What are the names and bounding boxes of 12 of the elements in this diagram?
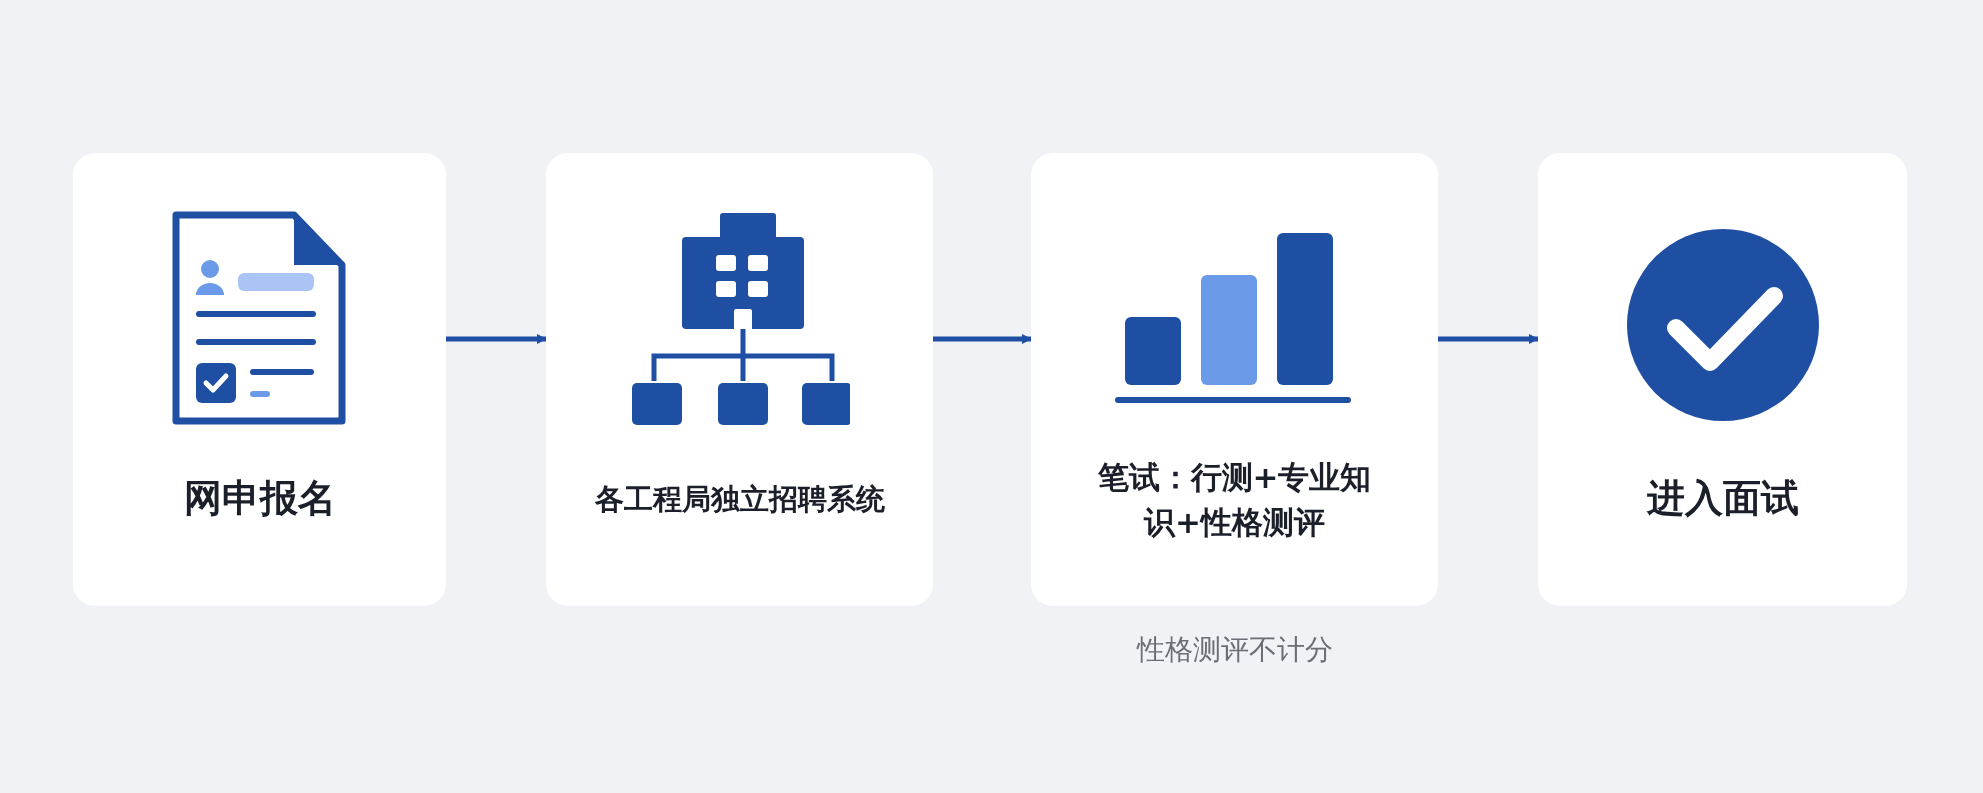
arrow bbox=[933, 334, 1032, 344]
step-card bbox=[1538, 153, 1907, 606]
step-label: 各工程局独立招聘系统 bbox=[594, 481, 885, 518]
step-card bbox=[546, 153, 933, 606]
step-label: 进入面试 bbox=[1646, 475, 1799, 522]
arrow bbox=[446, 334, 547, 344]
note-text: 性格测评不计分 bbox=[1136, 632, 1333, 668]
step-card bbox=[73, 153, 446, 606]
step-card bbox=[1031, 153, 1438, 606]
step-label: 笔试：行测+专业知识+性格测评 bbox=[1096, 458, 1373, 542]
step-label: 网申报名 bbox=[183, 475, 336, 522]
arrow bbox=[1438, 334, 1539, 344]
